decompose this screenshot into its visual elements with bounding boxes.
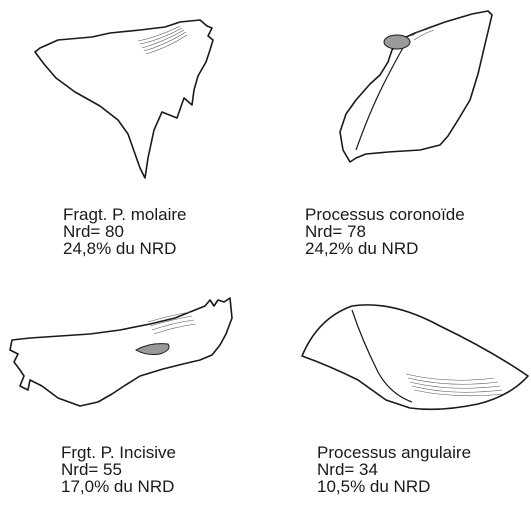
angular-process-percent: 10,5% du NRD [317, 478, 471, 495]
angular-process-name: Processus angulaire [317, 444, 471, 461]
angular-process-nrd: Nrd= 34 [317, 461, 471, 478]
angular-process-caption: Processus angulaire Nrd= 34 10,5% du NRD [317, 444, 471, 495]
